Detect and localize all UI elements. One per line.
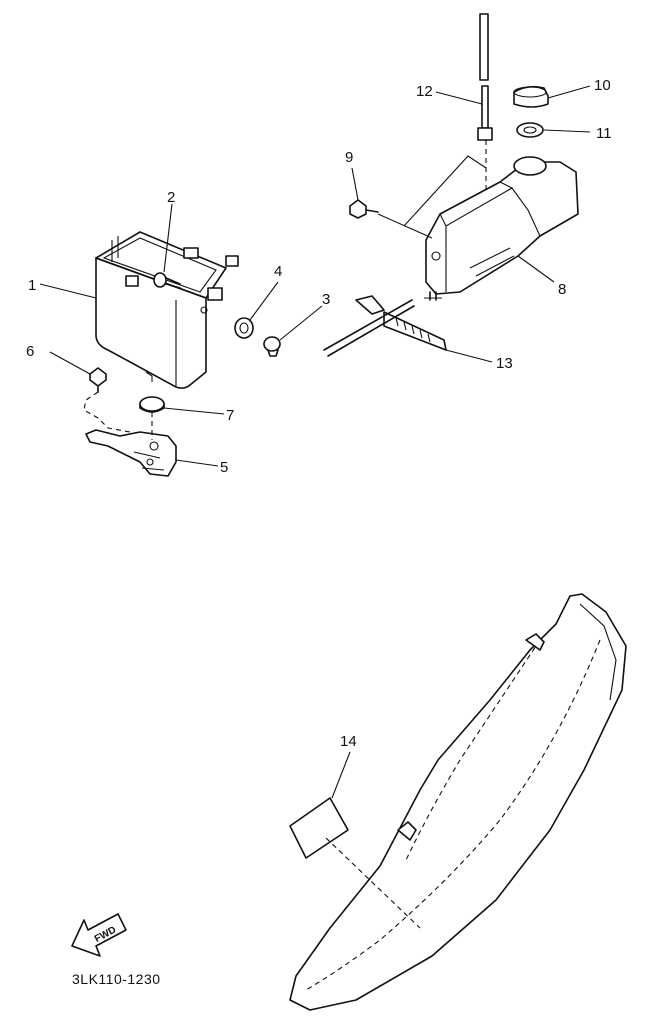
leader-6: [49, 351, 91, 375]
dashed-link-bolt6: [83, 391, 131, 433]
assembly-line-bolt9: [377, 213, 433, 239]
bracket-part-5: [85, 429, 177, 477]
callout-14: 14: [340, 733, 357, 750]
drawing-code: 3LK110-1230: [72, 971, 161, 987]
leader-1: [39, 283, 97, 299]
bolt-part-6: [89, 367, 107, 393]
leader-7: [163, 407, 225, 415]
leader-14: [331, 751, 351, 799]
callout-4: 4: [274, 263, 282, 280]
leader-5: [175, 459, 219, 467]
callout-11: 11: [596, 125, 612, 142]
leader-9: [351, 167, 359, 201]
callout-9: 9: [345, 149, 353, 166]
leader-10: [547, 85, 591, 99]
leader-12: [435, 91, 483, 105]
side-cover-panel: [289, 593, 627, 1011]
callout-3: 3: [322, 291, 330, 308]
callout-2: 2: [167, 189, 175, 206]
leader-2: [163, 203, 173, 273]
washer-part-11: [516, 122, 544, 138]
callout-6: 6: [26, 343, 34, 360]
callout-1: 1: [28, 277, 36, 294]
leader-13: [445, 349, 493, 363]
callout-5: 5: [220, 459, 228, 476]
leader-3: [279, 305, 323, 341]
bolt-part-2: [153, 272, 181, 289]
dashed-link-decal: [325, 837, 421, 929]
decal-part-14: [289, 797, 349, 859]
cap-part-10: [513, 85, 549, 108]
callout-10: 10: [594, 77, 611, 94]
leader-4: [249, 281, 279, 321]
battery-box: [95, 231, 239, 389]
damper-part-4: [234, 317, 254, 339]
callout-12: 12: [416, 83, 433, 100]
leader-11: [543, 129, 591, 133]
cable-tie-part-13: [323, 295, 447, 357]
assembly-line-tank: [403, 155, 487, 227]
grommet-part-7: [139, 396, 165, 413]
long-bolt-part-12: [477, 13, 493, 141]
reservoir-tank: [424, 156, 579, 301]
callout-7: 7: [226, 407, 234, 424]
fwd-arrow-icon: FWD: [71, 913, 127, 957]
callout-13: 13: [496, 355, 513, 372]
collar-part-3: [263, 336, 281, 357]
bolt-part-9: [349, 199, 379, 219]
leader-8: [517, 255, 555, 283]
callout-8: 8: [558, 281, 566, 298]
